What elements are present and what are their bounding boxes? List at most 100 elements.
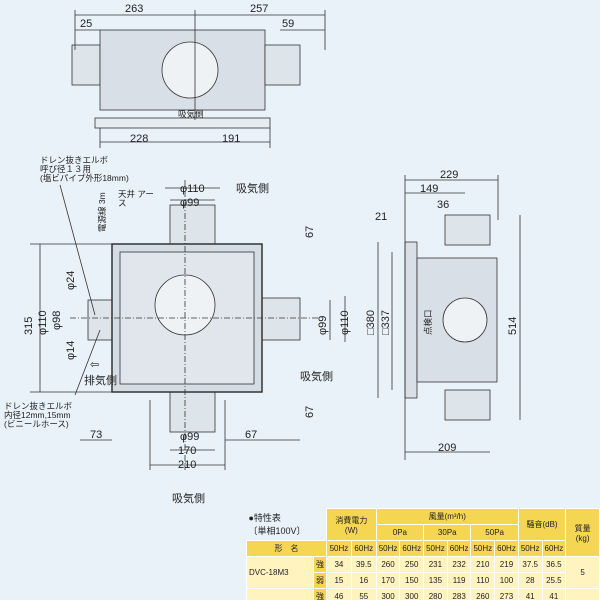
hz-header: 50Hz bbox=[470, 540, 496, 557]
value-cell: 36.5 bbox=[541, 556, 567, 573]
note-line: ドレン抜きエルボ bbox=[4, 401, 73, 411]
header-airflow: 風量(m³/h) bbox=[375, 508, 519, 525]
dim-d24: φ24 bbox=[65, 270, 77, 290]
note-line: 呼び径１３用 bbox=[40, 164, 92, 174]
inspection-label: 点検口 bbox=[423, 309, 433, 335]
value-cell: 135 bbox=[423, 572, 448, 589]
header-50pa: 50Pa bbox=[470, 524, 519, 541]
dim-d110-left: φ110 bbox=[37, 310, 49, 335]
value-cell: 273 bbox=[494, 588, 519, 600]
dim-149: 149 bbox=[420, 183, 439, 195]
dim-514: 514 bbox=[507, 316, 519, 335]
dim-209: 209 bbox=[438, 442, 457, 454]
spec-table: ●特性表〔単相100V〕 消費電力(W) 風量(m³/h) 騒音(dB) 質量(… bbox=[246, 508, 600, 600]
value-cell: 250 bbox=[399, 556, 425, 573]
header-noise: 騒音(dB) bbox=[517, 508, 567, 541]
value-cell: 232 bbox=[446, 556, 472, 573]
mode-cell: 強 bbox=[313, 588, 327, 600]
value-cell: 46 bbox=[326, 588, 352, 600]
mode-cell: 弱 bbox=[313, 572, 327, 589]
hz-header: 50Hz bbox=[517, 540, 543, 557]
table-title-text: ●特性表 bbox=[248, 513, 281, 524]
value-cell: 300 bbox=[399, 588, 425, 600]
table-subtitle-text: 〔単相100V〕 bbox=[248, 526, 306, 537]
value-cell: 219 bbox=[494, 556, 519, 573]
dim-d99-right: φ99 bbox=[317, 315, 329, 335]
note-line: 内径12mm,15mm bbox=[4, 410, 71, 420]
dim-25: 25 bbox=[80, 18, 93, 30]
table-row: DVC-18MQ3強465530030028028326027341415 bbox=[246, 588, 600, 600]
wire-label: 電源線 3m bbox=[97, 192, 107, 232]
intake-top-label: 吸気側 bbox=[236, 183, 269, 195]
value-cell: 150 bbox=[399, 572, 425, 589]
hz-header: 60Hz bbox=[399, 540, 425, 557]
value-cell: 39.5 bbox=[350, 556, 377, 573]
value-cell: 231 bbox=[423, 556, 448, 573]
dim-210: 210 bbox=[178, 459, 197, 471]
mode-cell: 強 bbox=[313, 556, 327, 573]
model-name: DVC-18MQ3 bbox=[246, 588, 314, 600]
weight-cell: 5 bbox=[565, 556, 600, 589]
dim-d98: φ98 bbox=[51, 310, 63, 330]
hz-header: 60Hz bbox=[350, 540, 377, 557]
value-cell: 300 bbox=[375, 588, 401, 600]
value-cell: 260 bbox=[375, 556, 401, 573]
header-model: 形 名 bbox=[246, 540, 327, 557]
note-line: (ビニールホース) bbox=[4, 419, 69, 429]
exhaust-label: 排気側 bbox=[84, 375, 117, 387]
value-cell: 210 bbox=[470, 556, 496, 573]
dim-d99-bottom: φ99 bbox=[180, 431, 200, 443]
intake-right-label: 吸気側 bbox=[300, 371, 333, 383]
value-cell: 15 bbox=[326, 572, 352, 589]
value-cell: 41 bbox=[541, 588, 567, 600]
hz-header: 50Hz bbox=[375, 540, 401, 557]
value-cell: 25.5 bbox=[541, 572, 567, 589]
value-cell: 280 bbox=[423, 588, 448, 600]
value-cell: 170 bbox=[375, 572, 401, 589]
value-cell: 41 bbox=[517, 588, 543, 600]
dim-36: 36 bbox=[437, 199, 450, 211]
dim-d110-top: φ110 bbox=[180, 183, 205, 195]
dim-67-bottom: 67 bbox=[245, 429, 258, 441]
hz-header: 60Hz bbox=[494, 540, 519, 557]
top-intake-label: 吸気側 bbox=[178, 109, 204, 119]
value-cell: 16 bbox=[350, 572, 377, 589]
header-30pa: 30Pa bbox=[423, 524, 472, 541]
dim-380: □380 bbox=[365, 310, 377, 335]
dim-257: 257 bbox=[250, 3, 269, 15]
dim-d99-top: φ99 bbox=[180, 197, 200, 209]
hz-header: 50Hz bbox=[326, 540, 352, 557]
value-cell: 260 bbox=[470, 588, 496, 600]
value-cell: 34 bbox=[326, 556, 352, 573]
value-cell: 119 bbox=[446, 572, 472, 589]
dim-d14: φ14 bbox=[65, 340, 77, 360]
side-view-unit bbox=[377, 175, 521, 460]
top-view-unit bbox=[71, 10, 326, 148]
dim-21: 21 bbox=[375, 211, 388, 223]
value-cell: 55 bbox=[350, 588, 377, 600]
terminal-label: 天井 アース bbox=[118, 189, 154, 208]
dim-d110-right: φ110 bbox=[339, 310, 351, 335]
exhaust-arrow-icon: ⇦ bbox=[90, 359, 100, 371]
main-view-unit bbox=[30, 180, 346, 470]
dim-315: 315 bbox=[23, 316, 35, 335]
value-cell: 100 bbox=[494, 572, 519, 589]
table-title: ●特性表〔単相100V〕 bbox=[246, 508, 327, 541]
dim-337: □337 bbox=[380, 310, 392, 335]
hz-header: 60Hz bbox=[541, 540, 567, 557]
hz-header: 60Hz bbox=[446, 540, 472, 557]
dim-229: 229 bbox=[440, 169, 459, 181]
dim-67-right: 67 bbox=[304, 405, 316, 418]
note-line: (塩ビパイプ外形18mm) bbox=[40, 173, 129, 183]
note-line: ドレン抜きエルボ bbox=[40, 155, 109, 165]
dim-73: 73 bbox=[90, 429, 103, 441]
drain-elbow-bottom-note: ドレン抜きエルボ 内径12mm,15mm (ビニールホース) bbox=[4, 402, 72, 429]
header-power: 消費電力(W) bbox=[326, 508, 377, 541]
drain-elbow-top-note: ドレン抜きエルボ 呼び径１３用 (塩ビパイプ外形18mm) bbox=[40, 156, 129, 183]
dim-67-top: 67 bbox=[304, 225, 316, 238]
weight-cell: 5 bbox=[565, 588, 600, 600]
dim-59: 59 bbox=[282, 18, 295, 30]
